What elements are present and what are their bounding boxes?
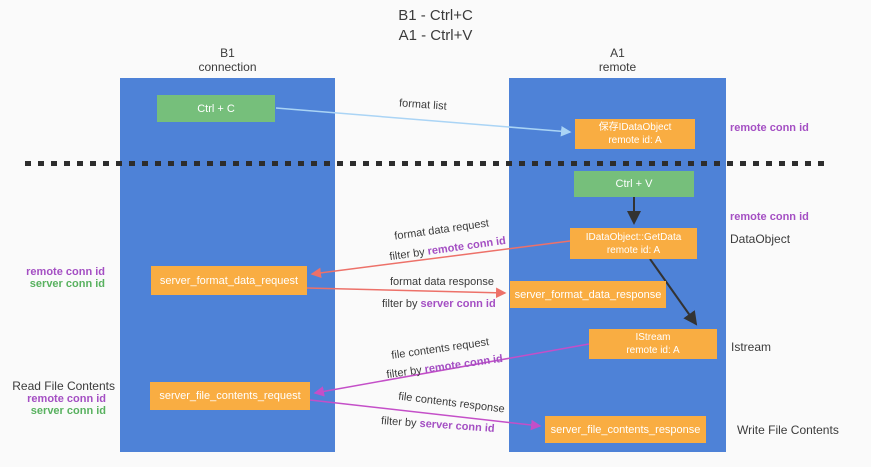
label-format-list: format list <box>398 97 448 113</box>
node-save-idataobject-line1: 保存IDataObject <box>598 122 672 133</box>
label-filter-by-prefix: filter by <box>388 245 429 264</box>
label-format-data-response: format data response <box>390 276 494 288</box>
label-right-remote-conn-id-mid: remote conn id <box>730 211 809 223</box>
node-save-idataobject: 保存IDataObject remote id: A <box>575 119 695 149</box>
node-server-format-data-response-label: server_format_data_response <box>514 288 662 301</box>
arrow-format-data-response <box>306 287 507 299</box>
label-left-file-server-conn-id: server conn id <box>30 405 106 417</box>
label-left-file-block: Read File Contents remote conn id server… <box>0 379 115 417</box>
lifeline-b1-role: connection <box>198 60 257 74</box>
label-read-file-contents: Read File Contents <box>12 379 115 393</box>
diagram-title-line1: B1 - Ctrl+C <box>398 7 473 24</box>
node-ctrl-c: Ctrl + C <box>157 95 275 122</box>
node-server-file-contents-request-label: server_file_contents_request <box>159 390 301 402</box>
lifeline-b1-name: B1 <box>220 46 235 60</box>
node-server-format-data-request: server_format_data_request <box>151 266 307 295</box>
node-idataobject-getdata-line2: remote id: A <box>606 244 661 256</box>
label-filter-by-prefix: filter by <box>380 415 420 430</box>
label-left-file-remote-conn-id: remote conn id <box>27 393 106 405</box>
dashed-divider <box>25 161 831 166</box>
label-remote-conn-id: remote conn id <box>423 352 504 376</box>
node-server-format-data-request-label: server_format_data_request <box>159 274 299 287</box>
label-filter-by-prefix: filter by <box>382 298 421 310</box>
label-istream: Istream <box>731 340 772 354</box>
node-server-format-data-response: server_format_data_response <box>510 281 666 308</box>
label-file-contents-response-filter: filter by server conn id <box>381 415 495 435</box>
label-left-format-ids: remote conn id server conn id <box>0 266 105 290</box>
diagram-title-line2: A1 - Ctrl+V <box>398 27 473 44</box>
label-dataobject: DataObject <box>730 232 791 246</box>
node-istream: IStream remote id: A <box>589 329 717 359</box>
node-istream-line1: IStream <box>635 332 671 343</box>
node-ctrl-v-label: Ctrl + V <box>615 178 653 190</box>
label-format-data-response-filter: filter by server conn id <box>382 298 496 310</box>
label-filter-by-prefix: filter by <box>385 363 426 382</box>
node-server-file-contents-request: server_file_contents_request <box>150 382 310 410</box>
lifeline-header-b1: B1 connection <box>120 46 335 74</box>
label-write-file-contents: Write File Contents <box>737 423 839 437</box>
node-server-file-contents-response: server_file_contents_response <box>545 416 706 443</box>
node-ctrl-v: Ctrl + V <box>574 171 694 197</box>
diagram-title: B1 - Ctrl+C A1 - Ctrl+V <box>0 6 871 46</box>
node-ctrl-c-label: Ctrl + C <box>197 102 235 115</box>
lifeline-header-a1: A1 remote <box>509 46 726 74</box>
label-right-remote-conn-id-top: remote conn id <box>730 122 809 134</box>
node-istream-line2: remote id: A <box>626 345 680 356</box>
label-server-conn-id: server conn id <box>419 417 495 435</box>
node-save-idataobject-line2: remote id: A <box>608 135 662 146</box>
label-file-contents-response: file contents response <box>397 390 506 416</box>
node-server-file-contents-response-label: server_file_contents_response <box>550 423 701 436</box>
label-server-conn-id: server conn id <box>420 298 496 310</box>
node-idataobject-getdata: IDataObject::GetData remote id: A <box>570 228 697 259</box>
label-remote-conn-id: remote conn id <box>426 234 507 258</box>
label-left-server-conn-id: server conn id <box>29 278 105 290</box>
node-idataobject-getdata-line1: IDataObject::GetData <box>585 231 682 243</box>
label-left-remote-conn-id: remote conn id <box>26 266 105 278</box>
lifeline-a1-name: A1 <box>610 46 625 60</box>
lifeline-a1-role: remote <box>598 60 637 74</box>
